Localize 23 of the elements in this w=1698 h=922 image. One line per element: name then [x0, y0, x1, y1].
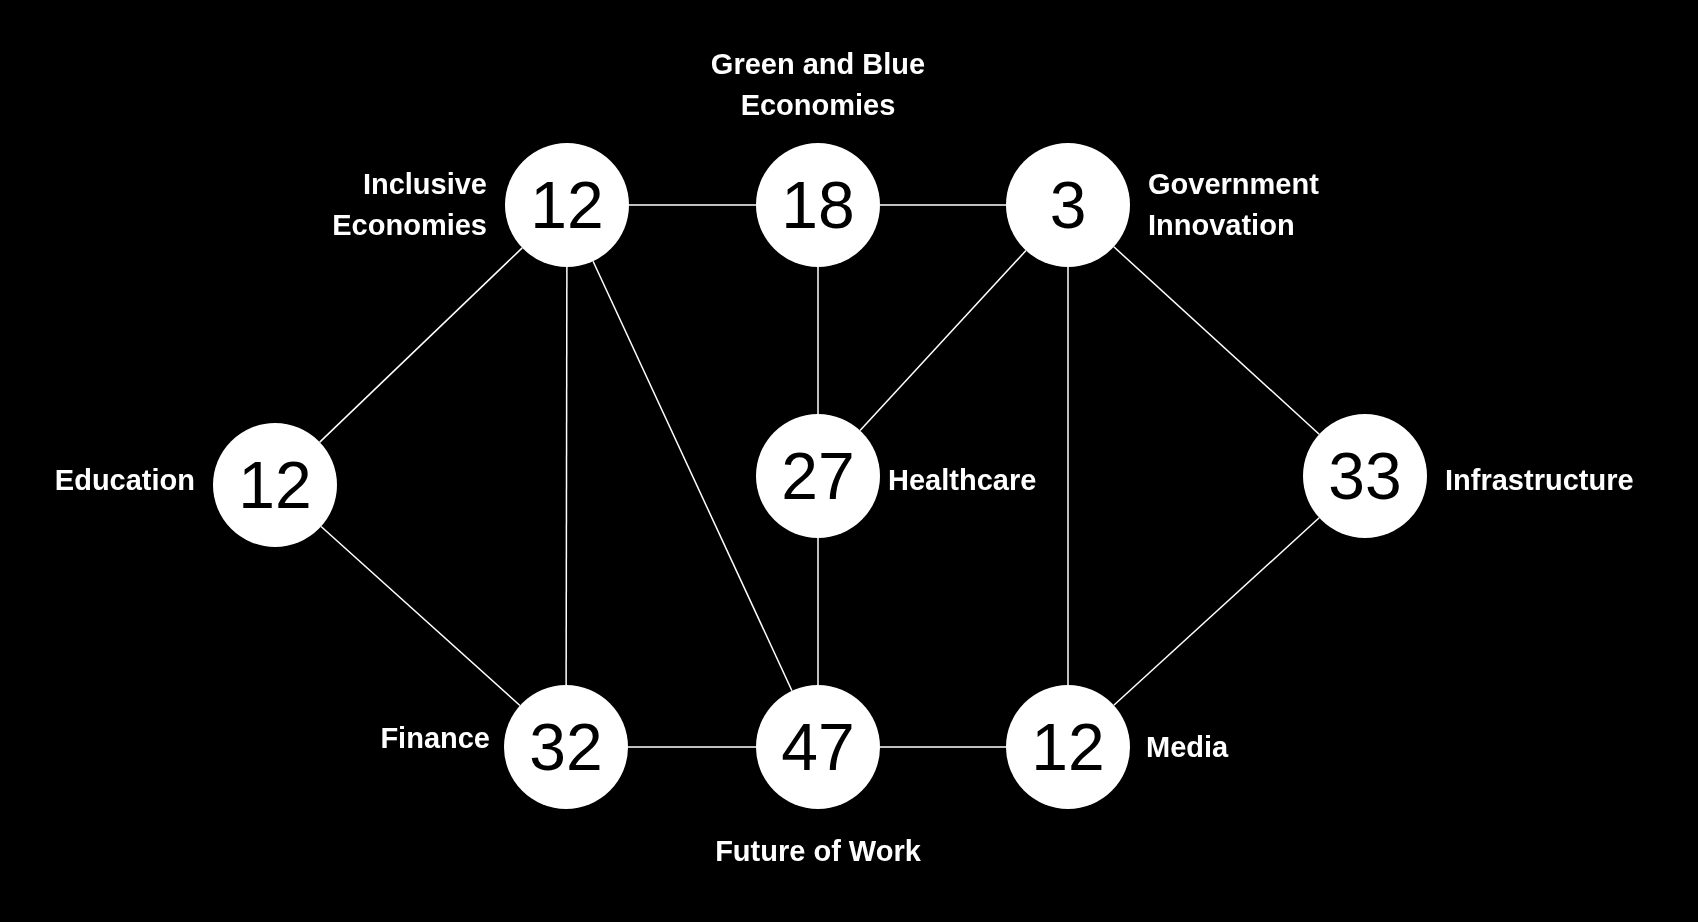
- connector-line: [565, 266, 568, 686]
- node-label: Government Innovation: [1148, 167, 1320, 243]
- connector-line: [817, 537, 819, 686]
- node-label: Finance: [379, 720, 490, 756]
- node-label: Infrastructure: [1445, 462, 1635, 498]
- connector-line: [859, 249, 1027, 432]
- connector-line: [817, 266, 819, 415]
- node-label: Future of Work: [714, 833, 922, 869]
- connector-line: [320, 525, 521, 707]
- connector-line: [628, 204, 757, 206]
- connector-line: [1067, 266, 1069, 686]
- connector-line: [1113, 246, 1320, 435]
- node-label: Healthcare: [888, 462, 1038, 498]
- connector-line: [627, 746, 757, 748]
- connector-line: [1113, 517, 1320, 706]
- node-label: Inclusive Economies: [331, 167, 487, 243]
- connector-line: [319, 247, 523, 443]
- connector-line: [879, 746, 1007, 748]
- node-label: Green and Blue Economies: [709, 47, 927, 123]
- connector-line: [592, 260, 793, 692]
- connector-line: [879, 204, 1007, 206]
- node-label: Education: [53, 462, 195, 498]
- node-label: Media: [1146, 729, 1230, 765]
